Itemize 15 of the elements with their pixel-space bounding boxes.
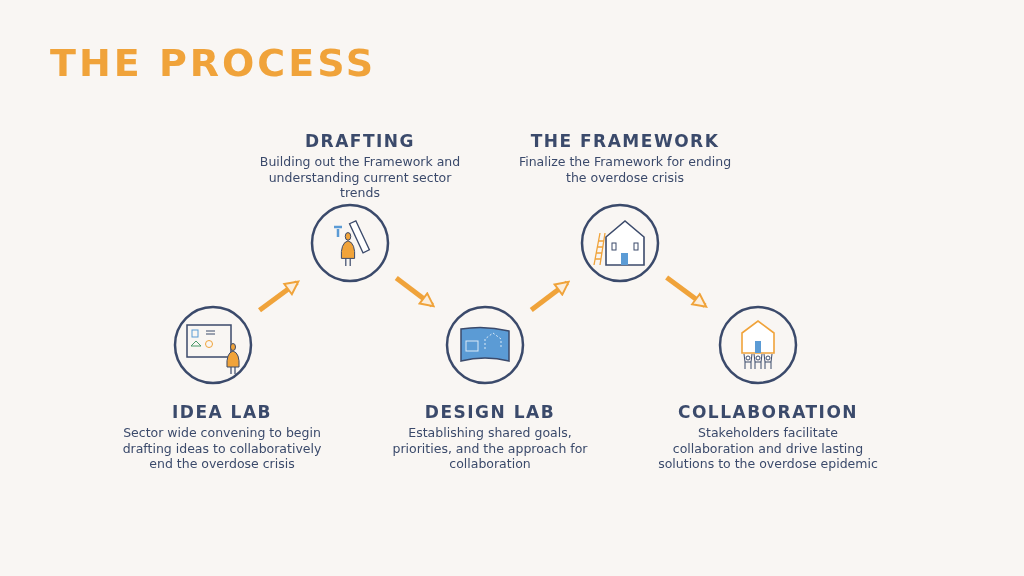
step-heading: COLLABORATION xyxy=(676,401,860,423)
step-heading: THE FRAMEWORK xyxy=(529,130,721,152)
step-description: Finalize the Framework for ending the overdose crisis xyxy=(517,154,733,185)
step-description: Building out the Framework and understanding current sector trends xyxy=(258,154,462,201)
step-description: Establishing shared goals, priorities, and the approach for collaboration xyxy=(391,425,589,472)
arrow xyxy=(258,280,300,313)
arrow xyxy=(394,275,435,308)
step-heading: DRAFTING xyxy=(303,130,417,152)
title: THE PROCESS xyxy=(50,40,377,86)
step-description: Stakeholders facilitate collaboration and drive lasting solutions to the overdose epidemic xyxy=(658,425,878,472)
step-heading: IDEA LAB xyxy=(170,401,274,423)
step-heading: DESIGN LAB xyxy=(423,401,557,423)
step-description: Sector wide convening to begin drafting ideas to collaboratively end the overdose crisis xyxy=(121,425,323,472)
arrow xyxy=(665,275,708,308)
arrow xyxy=(529,280,570,313)
